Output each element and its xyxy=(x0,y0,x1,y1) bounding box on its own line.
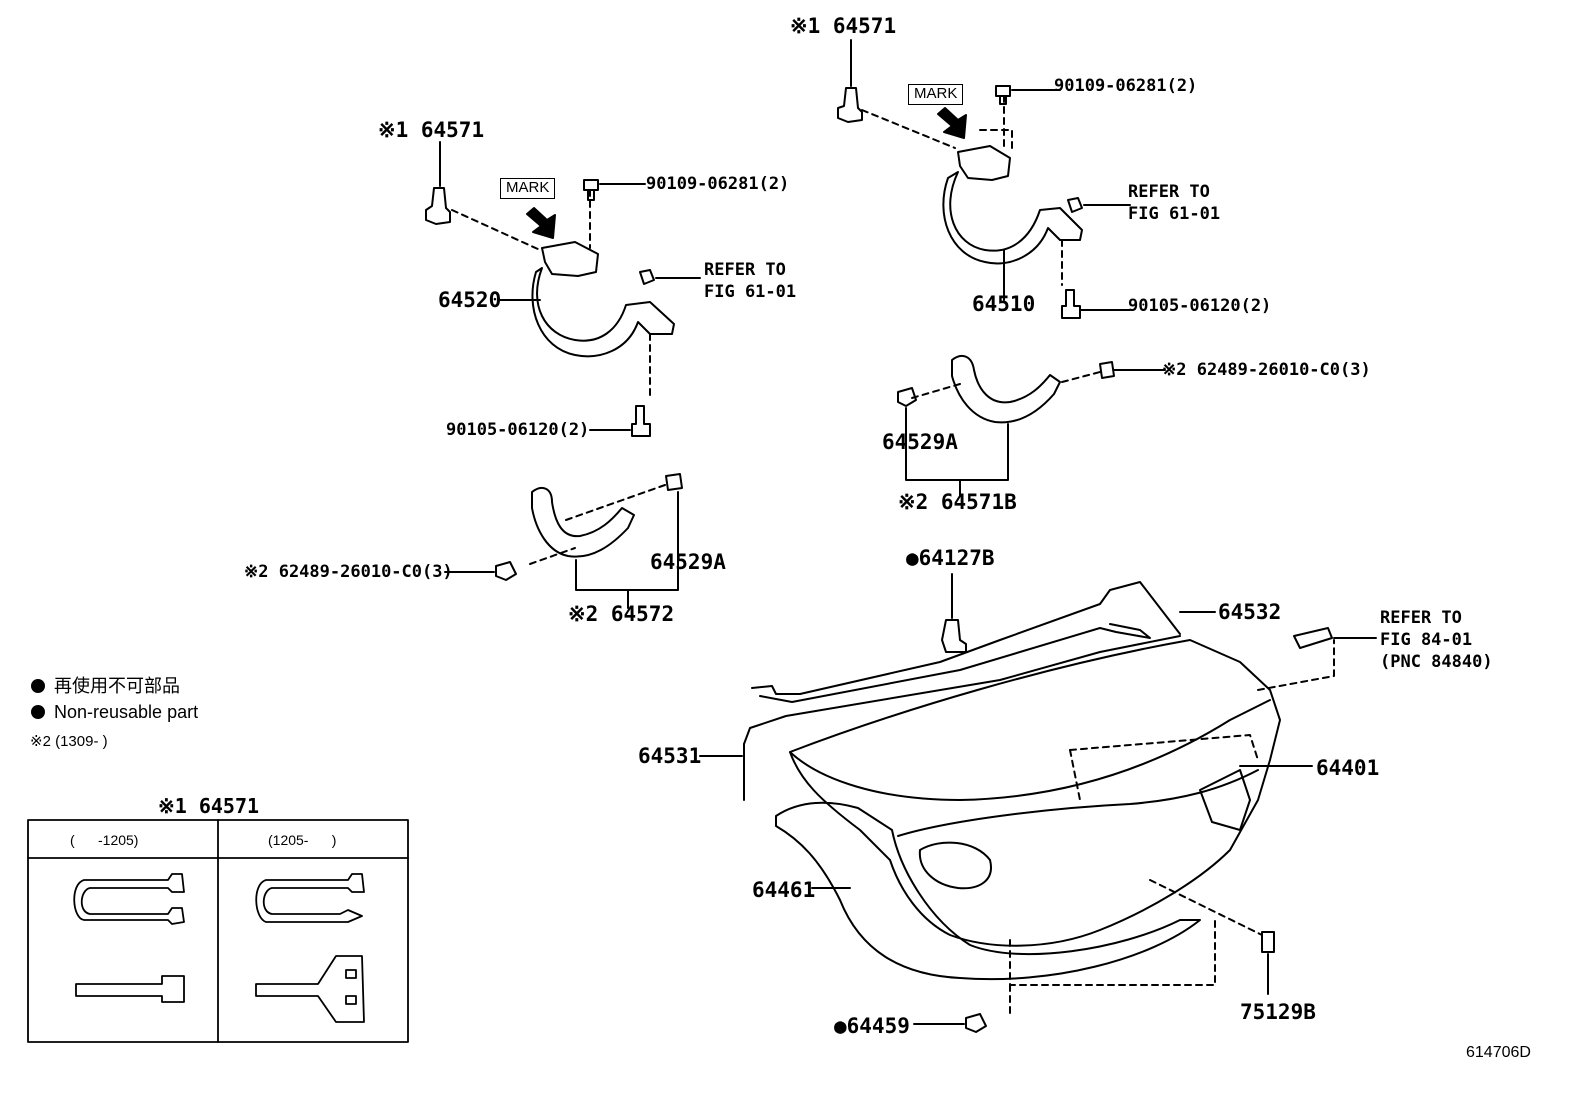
inset-col-right: (1205- ) xyxy=(268,832,337,848)
label-refer-rh: REFER TO xyxy=(1128,182,1210,202)
label-64531: 64531 xyxy=(638,744,702,768)
hinge-rh-assembly xyxy=(837,39,1166,497)
label-90109-rh: 90109-06281(2) xyxy=(1054,76,1198,96)
label-refer-light-1: REFER TO xyxy=(1380,608,1462,628)
legend-en: Non-reusable part xyxy=(54,702,199,722)
stopper-64127B xyxy=(941,619,967,653)
light-refer xyxy=(1293,627,1333,649)
grommet-64459 xyxy=(965,1013,987,1033)
label-64401: 64401 xyxy=(1316,756,1380,780)
label-90105-rh: 90105-06120(2) xyxy=(1128,296,1272,316)
label-refer-fig-lh: FIG 61-01 xyxy=(704,282,797,302)
label-refer-light-3: (PNC 84840) xyxy=(1380,652,1493,672)
label-90109-lh: 90109-06281(2) xyxy=(646,174,790,194)
inset-clip-new-side xyxy=(255,873,365,923)
label-refer-lh: REFER TO xyxy=(704,260,786,280)
hinge-arm-64510 xyxy=(942,171,1083,265)
mark-box-rh: MARK xyxy=(908,84,964,105)
label-refer-fig-rh: FIG 61-01 xyxy=(1128,204,1221,224)
inset-clip-old-front xyxy=(75,975,185,1003)
mark-box-lh: MARK xyxy=(500,178,556,199)
label-64459: ●64459 xyxy=(834,1014,910,1038)
clip-64571-rh xyxy=(837,87,863,123)
label-64529A-lh: 64529A xyxy=(650,550,726,574)
hinge-lh-assembly xyxy=(425,141,701,609)
legend-note2: ※2 (1309- ) xyxy=(30,733,108,750)
hinge-cover-lh xyxy=(531,486,635,558)
figure-code: 614706D xyxy=(1466,1044,1531,1061)
inset-table xyxy=(27,819,409,1043)
clip-64571-lh xyxy=(425,187,451,225)
clip-62489-lh xyxy=(495,561,517,581)
label-64532: 64532 xyxy=(1218,600,1282,624)
mark-arrow-lh xyxy=(526,207,556,239)
bolt-90109-rh xyxy=(995,85,1011,105)
label-64529A-rh: 64529A xyxy=(882,430,958,454)
clip-62489-rh xyxy=(897,387,917,407)
label-64571-lh: ※1 64571 xyxy=(378,118,485,142)
nonreusable-dots xyxy=(31,679,45,719)
label-64571B: ※2 64571B xyxy=(898,490,1017,514)
inset-col-left: ( -1205) xyxy=(70,832,139,848)
label-64520: 64520 xyxy=(438,288,502,312)
inset-clip-old-side xyxy=(73,873,185,925)
trunk-lid-64401 xyxy=(789,639,1281,947)
mark-arrow-rh xyxy=(937,107,967,139)
hinge-arm-64520 xyxy=(531,267,675,358)
hinge-cover-rh xyxy=(951,354,1061,424)
label-64572: ※2 64572 xyxy=(568,602,675,626)
inset-clip-new-front xyxy=(255,955,365,1023)
label-refer-light-2: FIG 84-01 xyxy=(1380,630,1473,650)
label-75129B: 75129B xyxy=(1240,1000,1316,1024)
bolt-90105-rh xyxy=(1061,289,1081,319)
label-64127B: ●64127B xyxy=(906,546,995,570)
inset-title: ※1 64571 xyxy=(158,794,260,818)
bolt-90105-lh xyxy=(631,405,651,437)
label-62489-lh: ※2 62489-26010-C0(3) xyxy=(244,562,453,582)
cushion-75129B xyxy=(1261,931,1275,953)
trunk-lid-assembly xyxy=(699,573,1377,1033)
label-62489-rh: ※2 62489-26010-C0(3) xyxy=(1162,360,1371,380)
label-90105-lh: 90105-06120(2) xyxy=(446,420,590,440)
weatherstrip-64461 xyxy=(775,801,1201,981)
torsion-rod-64531 xyxy=(743,635,1181,745)
legend-jp: 再使用不可部品 xyxy=(54,676,180,696)
torsion-bar-64532 xyxy=(751,581,1181,695)
bolt-90109-lh xyxy=(583,179,599,201)
label-64461: 64461 xyxy=(752,878,816,902)
label-64571-rh: ※1 64571 xyxy=(790,14,897,38)
label-64510: 64510 xyxy=(972,292,1036,316)
